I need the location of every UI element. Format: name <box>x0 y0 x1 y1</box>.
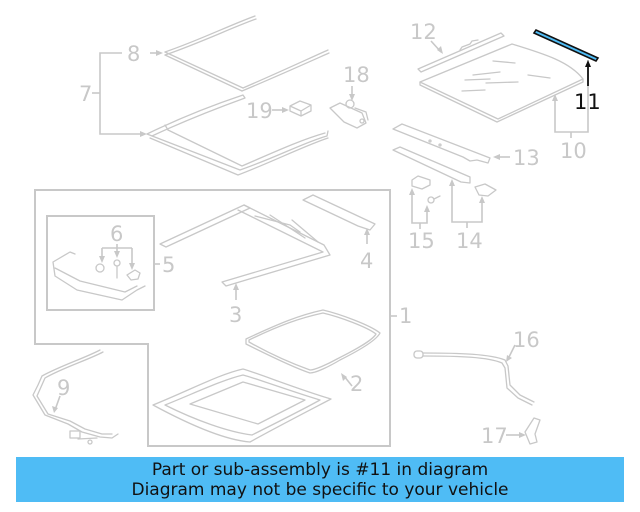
part-12-rail[interactable] <box>417 32 505 73</box>
part-18-motor[interactable] <box>329 99 369 129</box>
info-banner: Part or sub-assembly is #11 in diagram D… <box>16 457 624 502</box>
callout-label-8: 8 <box>127 42 140 66</box>
banner-line-disclaimer: Diagram may not be specific to your vehi… <box>131 479 509 500</box>
part-9-harness[interactable] <box>32 349 119 445</box>
part-7-frame[interactable] <box>146 94 329 176</box>
callout-15-leader <box>411 192 428 224</box>
part-5-deflector[interactable] <box>52 251 146 301</box>
part-11-seal[interactable] <box>532 28 600 63</box>
callout-label-6: 6 <box>110 222 123 246</box>
callout-label-14: 14 <box>456 229 483 253</box>
callout-label-16: 16 <box>513 328 540 352</box>
callout-label-12: 12 <box>410 20 437 44</box>
callout-14-leader <box>451 183 483 223</box>
callout-label-4: 4 <box>360 249 373 273</box>
part-8-weatherstrip[interactable] <box>164 15 330 92</box>
callout-label-1: 1 <box>399 304 412 328</box>
subassembly-5-box <box>46 215 155 311</box>
callout-label-2: 2 <box>350 372 363 396</box>
part-10-glass[interactable] <box>419 43 584 123</box>
callout-label-9: 9 <box>57 376 70 400</box>
callout-label-3: 3 <box>229 303 242 327</box>
part-14-bracket[interactable] <box>392 146 497 197</box>
callout-label-11: 11 <box>574 90 601 114</box>
part-2-seal[interactable] <box>245 309 381 374</box>
callout-label-17: 17 <box>481 424 508 448</box>
callout-label-13: 13 <box>513 146 540 170</box>
callout-label-5: 5 <box>162 253 175 277</box>
callout-7-8-leader <box>92 50 163 137</box>
banner-line-part-number: Part or sub-assembly is #11 in diagram <box>151 459 489 480</box>
part-15-clip-screw[interactable] <box>411 175 441 204</box>
part-1-housing[interactable] <box>152 368 332 443</box>
part-17-grommet[interactable] <box>524 417 541 445</box>
part-16-drain-hose[interactable] <box>413 350 535 406</box>
callout-label-15: 15 <box>408 229 435 253</box>
callout-6-leader <box>99 244 135 270</box>
callout-label-18: 18 <box>343 63 370 87</box>
part-4-bracket[interactable] <box>302 194 376 231</box>
callout-label-19: 19 <box>246 99 273 123</box>
callout-label-10: 10 <box>560 139 587 163</box>
assembly-1-box <box>34 189 391 447</box>
part-3-frame[interactable] <box>159 204 331 287</box>
part-13-panel[interactable] <box>392 123 491 164</box>
part-19-clip[interactable] <box>289 100 312 117</box>
callout-label-7: 7 <box>79 82 92 106</box>
